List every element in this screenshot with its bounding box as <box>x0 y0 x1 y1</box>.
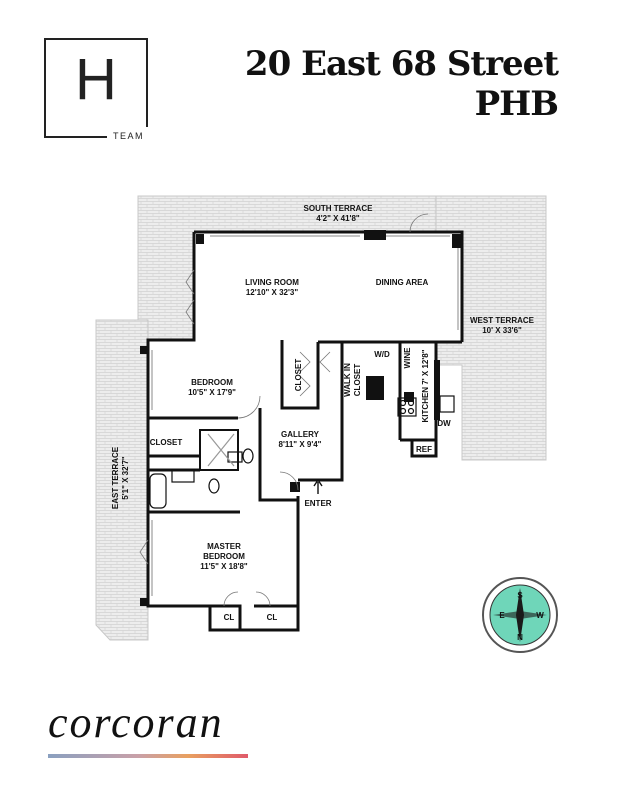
address-line: 20 East 68 Street <box>244 44 559 84</box>
wine-label: WINE <box>403 347 412 369</box>
compass-s: S <box>517 591 523 600</box>
compass-n: N <box>517 633 523 642</box>
walk-in-label-2: CLOSET <box>353 364 362 397</box>
west-terrace-dims: 10' X 33'6" <box>482 326 522 335</box>
compass: S N E W <box>482 577 558 653</box>
wall-blocks <box>140 230 462 606</box>
interior-floor <box>148 232 462 630</box>
kitchen-label: KITCHEN 7' X 12'8" <box>421 349 430 422</box>
east-terrace-dims: 5'1" X 32'7" <box>121 456 130 500</box>
logo-team-label: TEAM <box>106 127 148 145</box>
enter-label: ENTER <box>304 499 331 508</box>
fixtures <box>149 395 455 509</box>
gallery-dims: 8'11" X 9'4" <box>279 440 322 449</box>
east-terrace-label: EAST TERRACE <box>111 446 120 509</box>
doors <box>139 213 429 607</box>
walk-in-label-1: WALK IN <box>343 363 352 397</box>
cl-label-1: CL <box>224 613 235 622</box>
master-label-1: MASTER <box>207 542 241 551</box>
ref-label: REF <box>416 445 432 454</box>
master-label-2: BEDROOM <box>203 552 245 561</box>
wd-label: W/D <box>374 350 390 359</box>
west-terrace-label: WEST TERRACE <box>470 316 535 325</box>
unit-line: PHB <box>474 84 559 124</box>
cl-label-2: CL <box>267 613 278 622</box>
closet-vertical-label: CLOSET <box>294 359 303 392</box>
gallery-label: GALLERY <box>281 430 320 439</box>
walls <box>146 230 464 632</box>
dw-label: DW <box>437 419 451 428</box>
enter-arrow <box>313 478 323 494</box>
bedroom-dims: 10'5" X 17'9" <box>188 388 236 397</box>
page-title: 20 East 68 Street PHB <box>244 44 559 124</box>
dining-area-label: DINING AREA <box>376 278 429 287</box>
bedroom-label: BEDROOM <box>191 378 233 387</box>
brand-gradient-bar <box>48 754 248 758</box>
windows <box>151 235 459 596</box>
brand-logo: corcoran <box>48 698 224 747</box>
compass-w: W <box>536 611 544 620</box>
h-team-logo: H TEAM <box>44 38 148 145</box>
logo-letter: H <box>75 47 117 112</box>
living-room-dims: 12'10" X 32'3" <box>246 288 299 297</box>
closet-bedroom-label: CLOSET <box>150 438 183 447</box>
south-terrace-label: SOUTH TERRACE <box>304 204 374 213</box>
south-terrace-dims: 4'2" X 41'8" <box>316 214 360 223</box>
east-terrace-area <box>95 319 149 641</box>
living-room-label: LIVING ROOM <box>245 278 299 287</box>
master-dims: 11'5" X 18'8" <box>200 562 248 571</box>
compass-e: E <box>499 611 505 620</box>
